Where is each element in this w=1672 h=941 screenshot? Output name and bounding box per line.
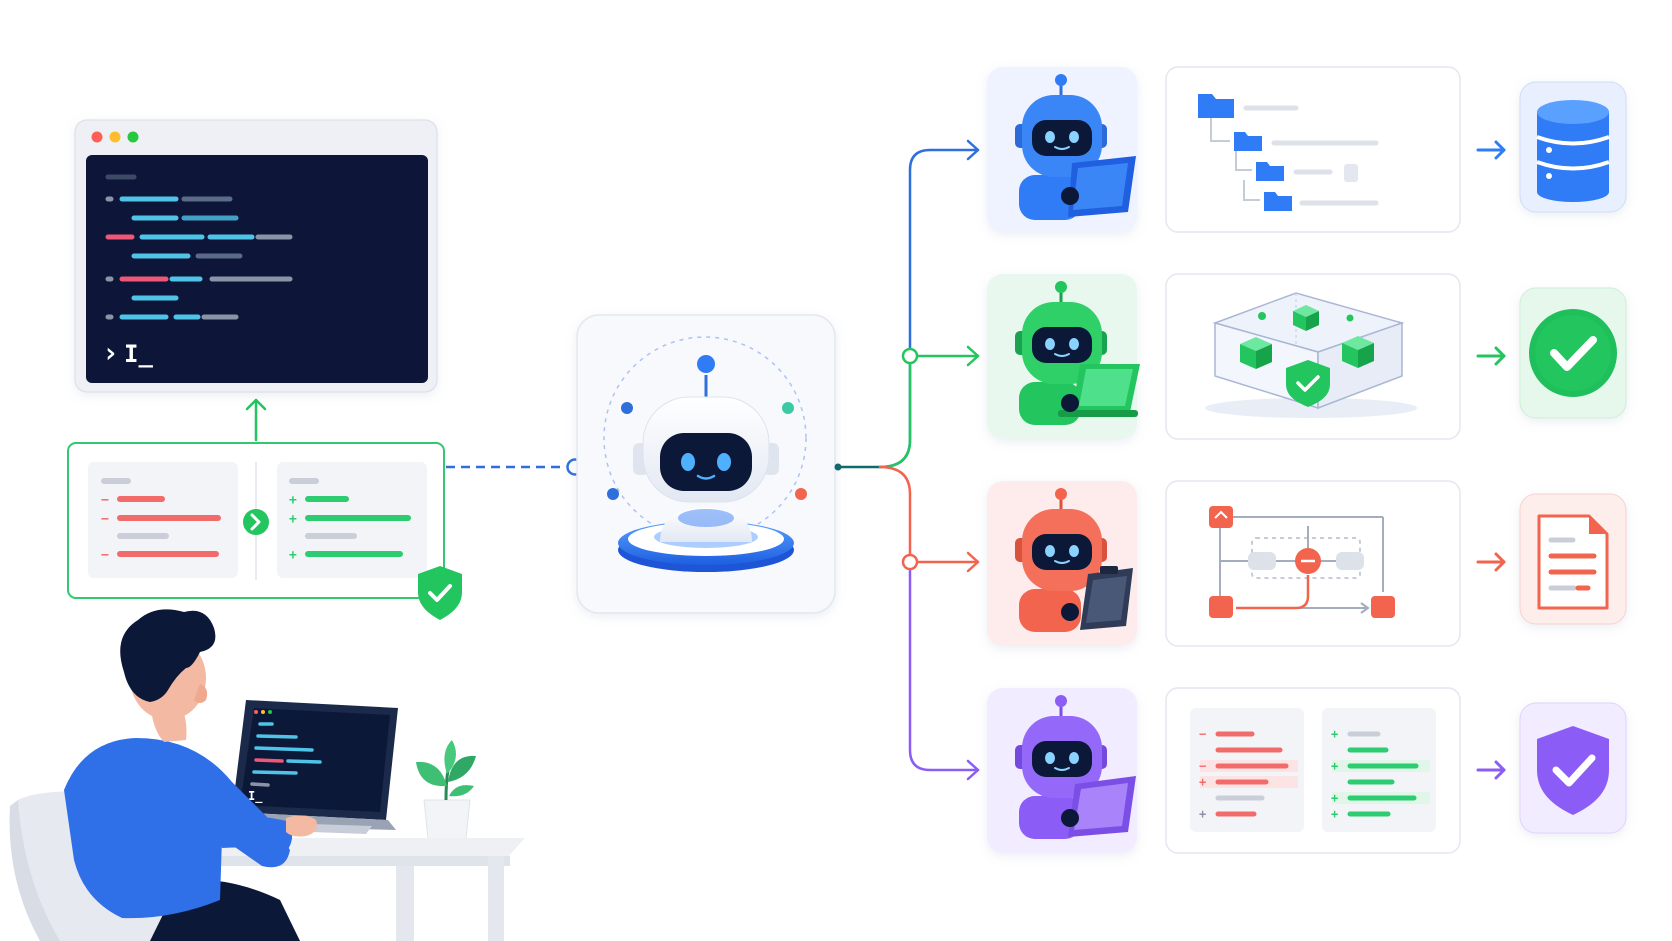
folder-tree-icon <box>1198 94 1379 211</box>
window-close-dot <box>91 131 103 143</box>
diff-added-marker: + <box>1331 807 1338 821</box>
robot-with-clipboard-icon <box>1015 488 1133 632</box>
connector-orchestrator-to-agents <box>834 139 980 781</box>
flowchart-icon <box>1209 506 1395 618</box>
terminal-window <box>74 119 438 393</box>
diff-removed-marker: − <box>101 548 109 563</box>
diff-removed-marker: − <box>1199 727 1206 741</box>
diff-added-marker: + <box>1199 807 1206 821</box>
robot-icon <box>603 336 807 572</box>
robot-with-tablet-icon <box>1015 695 1136 839</box>
diff-added-marker: + <box>289 512 297 527</box>
output-arrow-purple <box>1476 760 1506 780</box>
shield-check-icon <box>418 566 462 620</box>
test-cube <box>1240 337 1272 369</box>
diff-removed-marker: − <box>101 493 109 508</box>
robot-with-tablet-icon <box>1015 74 1136 220</box>
laptop-prompt: I_ <box>248 789 263 804</box>
robot-with-laptop-icon <box>1015 281 1140 425</box>
code-diff-icon: − − + + + + + + <box>1190 708 1436 832</box>
shield-check-icon <box>1537 726 1609 815</box>
document-icon <box>1537 514 1609 610</box>
connector-diff-to-orchestrator <box>446 458 584 476</box>
task-card-blue <box>1165 66 1461 233</box>
terminal-screen <box>86 155 428 383</box>
diff-added-marker: + <box>1331 727 1338 741</box>
test-cube <box>1342 336 1374 368</box>
diff-added-marker: + <box>289 493 297 508</box>
developer-illustration: I_ <box>9 609 525 941</box>
diff-added-marker: + <box>289 548 297 563</box>
diff-removed-marker: − <box>101 512 109 527</box>
terminal-code-lines <box>105 174 293 320</box>
arrow-up-to-terminal <box>245 398 267 442</box>
diff-removed-marker: − <box>1199 759 1206 773</box>
output-arrow-green <box>1476 346 1506 366</box>
diff-after-lines <box>289 478 411 557</box>
window-minimize-dot <box>109 131 121 143</box>
output-arrow-blue <box>1476 140 1506 160</box>
diff-before-lines <box>101 478 221 557</box>
diff-added-marker: + <box>1331 791 1338 805</box>
output-arrow-red <box>1476 552 1506 572</box>
window-maximize-dot <box>127 131 139 143</box>
diff-added-marker: + <box>1331 759 1338 773</box>
diff-added-marker: + <box>1199 775 1206 789</box>
test-cube <box>1293 305 1319 331</box>
terminal-cursor: I_ <box>124 340 153 368</box>
plant <box>416 740 476 843</box>
terminal-prompt-symbol: › <box>102 336 119 369</box>
database-icon <box>1536 100 1610 202</box>
cube-test-icon <box>1205 292 1417 418</box>
check-circle-icon <box>1529 309 1617 397</box>
chevron-right-icon <box>243 509 269 535</box>
